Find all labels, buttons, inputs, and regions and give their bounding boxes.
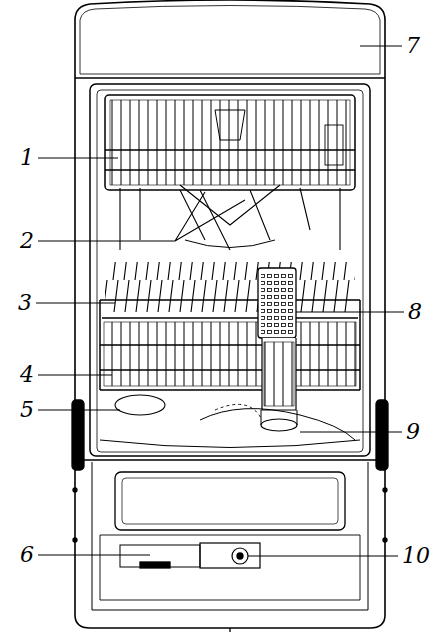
callout-number: 8: [408, 301, 422, 323]
callout-number: 5: [20, 399, 34, 421]
callout-number: 3: [18, 292, 32, 314]
leader-lines: [36, 46, 404, 556]
callout-number: 7: [406, 35, 420, 57]
callout-number: 1: [20, 147, 34, 169]
callout-number: 2: [20, 230, 34, 252]
callout-number: 9: [406, 421, 420, 443]
callout-number: 10: [402, 545, 430, 567]
callout-number: 6: [20, 544, 34, 566]
callout-number: 4: [20, 364, 34, 386]
